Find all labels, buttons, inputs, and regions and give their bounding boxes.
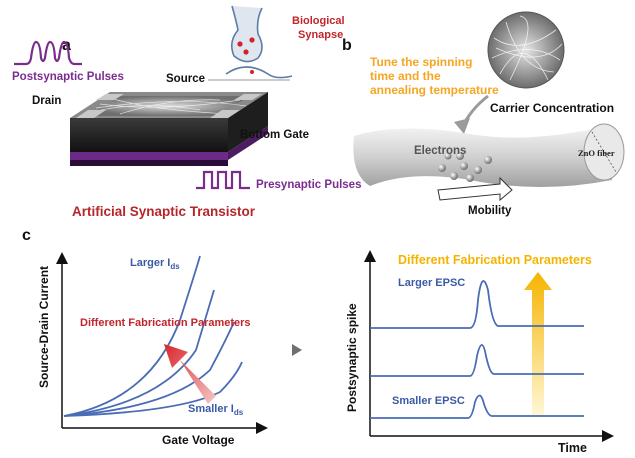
carrier-concentration-micrograph <box>488 12 564 88</box>
fabrication-parameters-arrow-right <box>524 272 552 416</box>
left-arrow-label: Different Fabrication Parameters <box>80 317 251 329</box>
larger-epsc-label: Larger EPSC <box>398 277 465 289</box>
left-plot-ylabel: Source-Drain Current <box>37 266 51 388</box>
mobility-label: Mobility <box>468 205 512 217</box>
right-plot-ylabel: Postsynaptic spike <box>345 303 359 412</box>
biological-synapse-label-line2: Synapse <box>298 29 343 41</box>
zno-fiber-label: ZnO fiber <box>578 148 615 158</box>
tune-arrow-head <box>454 118 470 134</box>
biological-synapse-icon <box>226 6 292 78</box>
smaller-epsc-label: Smaller EPSC <box>392 395 465 407</box>
panel-a: a Postsynaptic Pulses Biological Synapse… <box>12 6 361 219</box>
postsynaptic-pulses-label: Postsynaptic Pulses <box>12 71 124 83</box>
smaller-ids-label: Smaller Ids <box>188 403 244 417</box>
right-plot-title: Different Fabrication Parameters <box>398 253 592 267</box>
epsc-trace-medium <box>370 345 584 376</box>
panel-c-letter: c <box>22 227 31 244</box>
presynaptic-pulses-label: Presynaptic Pulses <box>256 179 361 191</box>
left-curve-1 <box>64 256 200 416</box>
panel-b-letter: b <box>342 37 352 54</box>
drain-label: Drain <box>32 95 61 107</box>
fabrication-parameters-arrow-left <box>164 344 216 404</box>
mobility-arrow <box>438 178 512 200</box>
carrier-concentration-label: Carrier Concentration <box>490 101 614 115</box>
transistor-device-illustration <box>70 92 268 166</box>
source-label: Source <box>166 73 205 85</box>
left-plot-xlabel: Gate Voltage <box>162 433 235 447</box>
panel-c: c Source-Drain Current Gate Voltage Larg… <box>22 227 608 455</box>
right-plot-xlabel: Time <box>558 441 587 455</box>
tune-text-line1: Tune the spinning <box>370 55 472 69</box>
panel-b: b Tune the spinning time and the anneali… <box>342 12 624 217</box>
tune-text-line2: time and the <box>370 69 441 83</box>
right-plot: Postsynaptic spike Time Different Fabric… <box>345 253 608 455</box>
left-plot: Source-Drain Current Gate Voltage Larger… <box>37 256 262 447</box>
bottom-gate-label: Bottom Gate <box>240 129 309 141</box>
presynaptic-pulse-wave <box>196 172 250 188</box>
artificial-synaptic-transistor-caption: Artificial Synaptic Transistor <box>72 204 256 219</box>
postsynaptic-pulse-wave <box>14 42 82 64</box>
left-curve-2 <box>64 290 214 416</box>
larger-ids-label: Larger Ids <box>130 257 180 271</box>
electrons-label: Electrons <box>414 145 466 157</box>
tune-text-line3: annealing temperature <box>370 83 499 97</box>
transition-arrow <box>292 344 302 356</box>
biological-synapse-label-line1: Biological <box>292 15 345 27</box>
